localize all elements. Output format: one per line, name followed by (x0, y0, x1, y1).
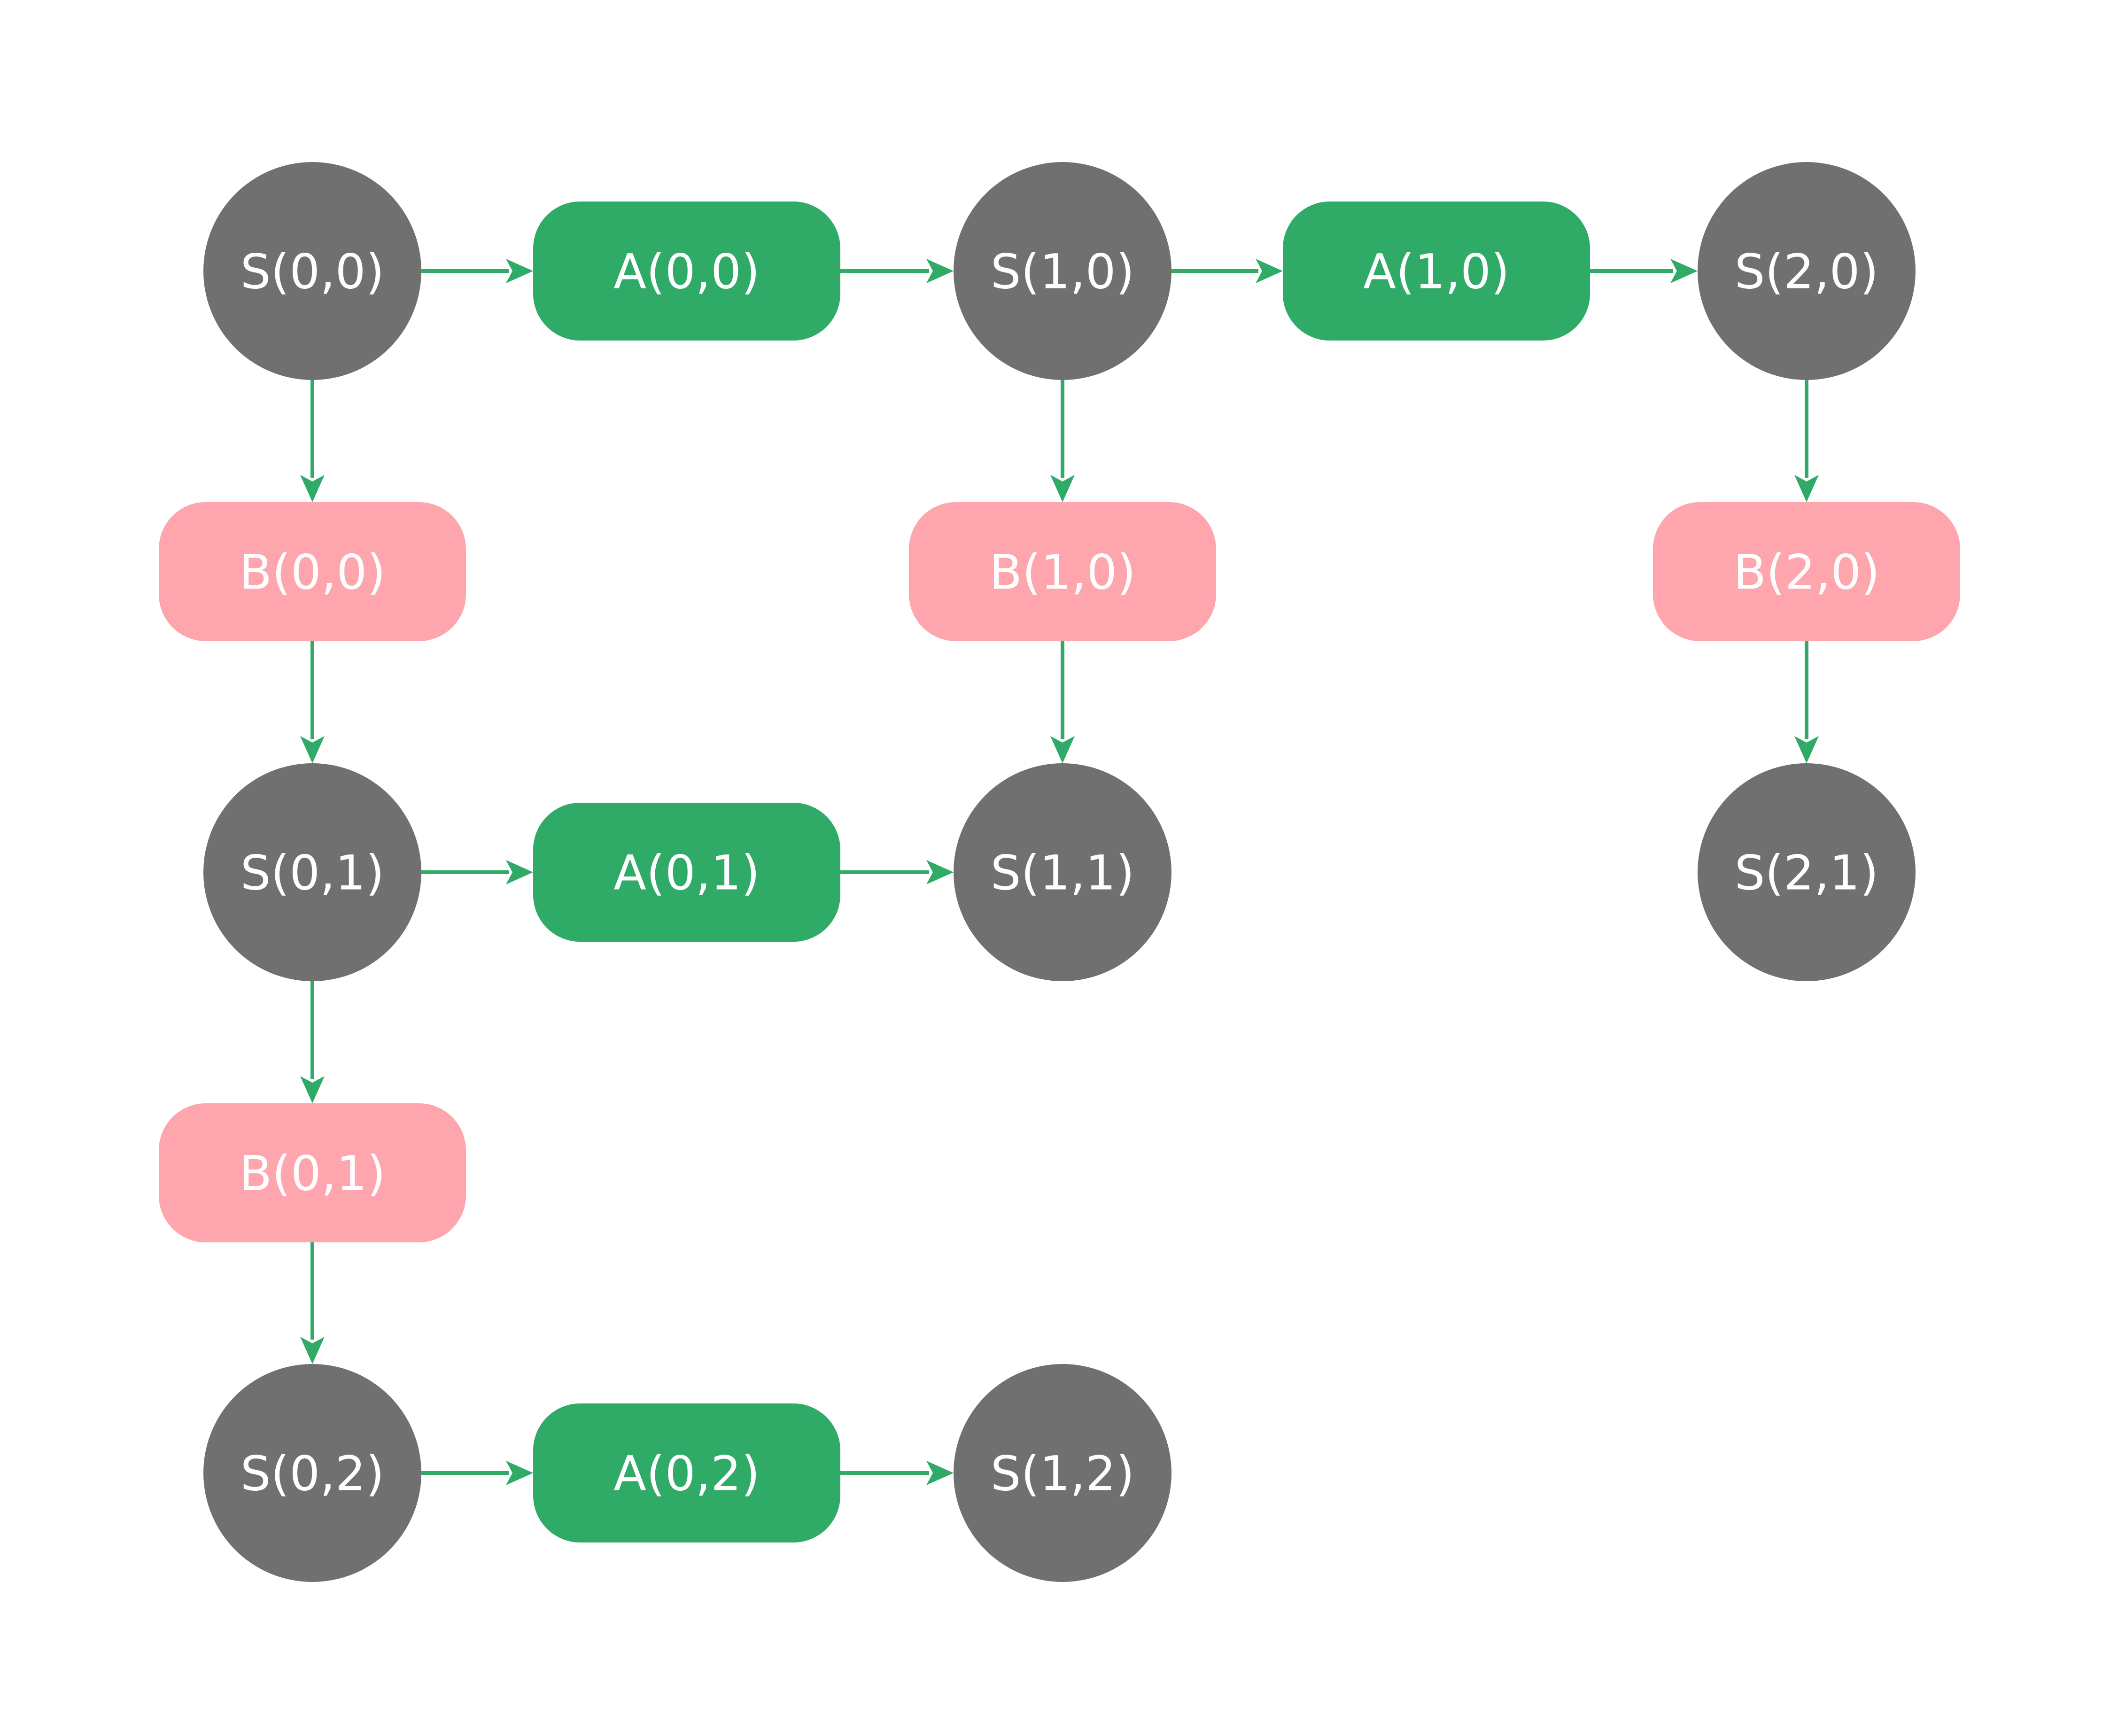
edge-a10-to-s20 (1590, 259, 1698, 283)
a-action-box (533, 202, 840, 341)
edges (300, 259, 1819, 1485)
arrowhead-icon (1256, 259, 1283, 283)
node-label: A(0,0) (613, 244, 760, 300)
node-s02: S(0,2) (203, 1364, 421, 1582)
nodes: S(0,0) A(0,0) S(1,0) A(1,0) S(2,0) B(0,0) B(1,… (159, 162, 1960, 1582)
edge-s00-to-b00 (300, 380, 325, 502)
edge-b20-to-s21 (1794, 641, 1819, 763)
node-label: S(1,1) (991, 845, 1135, 901)
node-label: B(0,0) (239, 545, 386, 601)
arrowhead-icon (926, 259, 954, 283)
b-action-box (159, 1103, 466, 1242)
edge-s10-to-a10 (1171, 259, 1283, 283)
state-circle (203, 1364, 421, 1582)
node-b20: B(2,0) (1653, 502, 1960, 641)
node-label: B(2,0) (1733, 545, 1880, 601)
arrowhead-icon (1794, 475, 1819, 502)
node-b00: B(0,0) (159, 502, 466, 641)
node-a00: A(0,0) (533, 202, 840, 341)
a-action-box (1283, 202, 1590, 341)
node-label: S(1,2) (991, 1446, 1135, 1502)
a-action-box (533, 803, 840, 942)
node-label: A(0,2) (613, 1446, 760, 1502)
state-circle (954, 763, 1171, 981)
arrowhead-icon (506, 860, 533, 884)
edge-s00-to-a00 (421, 259, 533, 283)
node-b10: B(1,0) (909, 502, 1216, 641)
edge-s20-to-b20 (1794, 380, 1819, 502)
edge-s02-to-a02 (421, 1461, 533, 1485)
node-label: S(0,2) (240, 1446, 385, 1502)
node-label: A(1,0) (1363, 244, 1510, 300)
arrowhead-icon (506, 1461, 533, 1485)
node-s10: S(1,0) (954, 162, 1171, 380)
arrowhead-icon (926, 1461, 954, 1485)
edge-b10-to-s11 (1050, 641, 1075, 763)
state-circle (203, 162, 421, 380)
node-a02: A(0,2) (533, 1403, 840, 1542)
node-label: S(0,0) (240, 244, 385, 300)
node-label: B(1,0) (989, 545, 1136, 601)
state-circle (954, 1364, 1171, 1582)
arrowhead-icon (300, 1076, 325, 1103)
edge-a01-to-s11 (840, 860, 954, 884)
node-s12: S(1,2) (954, 1364, 1171, 1582)
edge-s01-to-b01 (300, 981, 325, 1103)
state-circle (954, 162, 1171, 380)
arrowhead-icon (300, 736, 325, 763)
b-action-box (909, 502, 1216, 641)
edge-s01-to-a01 (421, 860, 533, 884)
node-s20: S(2,0) (1698, 162, 1916, 380)
node-s11: S(1,1) (954, 763, 1171, 981)
node-s00: S(0,0) (203, 162, 421, 380)
node-label: S(1,0) (991, 244, 1135, 300)
node-label: S(0,1) (240, 845, 385, 901)
node-b01: B(0,1) (159, 1103, 466, 1242)
node-s01: S(0,1) (203, 763, 421, 981)
arrowhead-icon (1050, 736, 1075, 763)
a-action-box (533, 1403, 840, 1542)
node-a01: A(0,1) (533, 803, 840, 942)
arrowhead-icon (1670, 259, 1698, 283)
node-label: S(2,1) (1735, 845, 1879, 901)
arrowhead-icon (1794, 736, 1819, 763)
node-s21: S(2,1) (1698, 763, 1916, 981)
arrowhead-icon (506, 259, 533, 283)
node-label: B(0,1) (239, 1146, 386, 1202)
arrowhead-icon (1050, 475, 1075, 502)
arrowhead-icon (300, 1337, 325, 1364)
edge-a00-to-s10 (840, 259, 954, 283)
state-circle (1698, 162, 1916, 380)
edge-a02-to-s12 (840, 1461, 954, 1485)
b-action-box (1653, 502, 1960, 641)
edge-s10-to-b10 (1050, 380, 1075, 502)
arrowhead-icon (926, 860, 954, 884)
node-label: S(2,0) (1735, 244, 1879, 300)
state-circle (1698, 763, 1916, 981)
edge-b01-to-s02 (300, 1242, 325, 1364)
edge-b00-to-s01 (300, 641, 325, 763)
node-a10: A(1,0) (1283, 202, 1590, 341)
arrowhead-icon (300, 475, 325, 502)
state-circle (203, 763, 421, 981)
node-label: A(0,1) (613, 845, 760, 901)
b-action-box (159, 502, 466, 641)
